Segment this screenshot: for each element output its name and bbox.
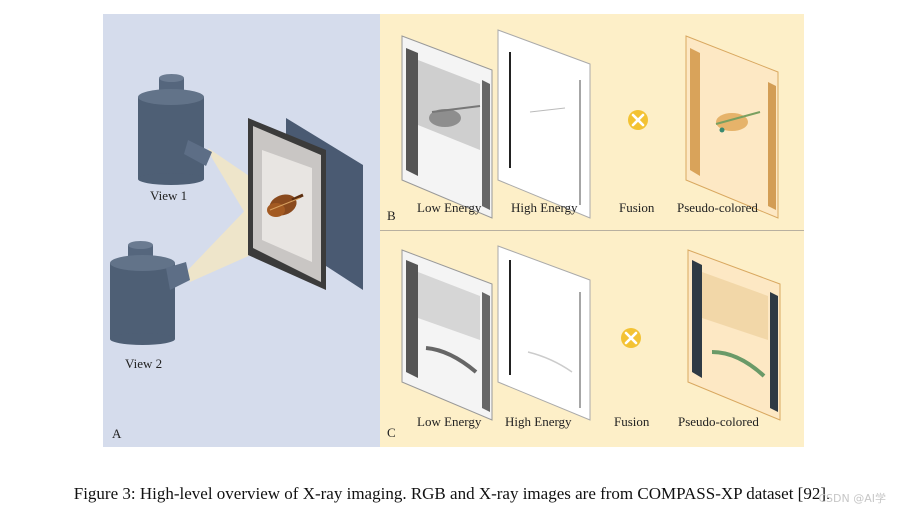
- view2-label: View 2: [125, 356, 163, 371]
- panel-divider: [380, 230, 804, 231]
- panel-a-letter: A: [112, 426, 122, 441]
- camera-icon: [110, 241, 190, 345]
- watermark: CSDN @AI学: [818, 492, 886, 505]
- fusion-icon: [621, 328, 641, 348]
- panel-b-label-high: High Energy: [511, 200, 578, 215]
- panel-b-label-pseudo: Pseudo-colored: [677, 200, 758, 215]
- view1-label: View 1: [150, 188, 188, 203]
- high-energy-image-c: [497, 245, 591, 421]
- violin-image: [267, 193, 304, 217]
- fusion-icon: [628, 110, 648, 130]
- figure-caption: Figure 3: High-level overview of X-ray i…: [73, 484, 831, 503]
- beam-view2: [186, 200, 262, 282]
- high-energy-image-b: [497, 29, 591, 219]
- panel-b-letter: B: [387, 208, 396, 223]
- panel-c-label-pseudo: Pseudo-colored: [678, 414, 759, 429]
- beam-view1: [208, 148, 258, 230]
- low-energy-image-b: [401, 35, 493, 219]
- panel-b-label-low: Low Energy: [417, 200, 482, 215]
- low-energy-image-c: [401, 249, 493, 421]
- panel-c-letter: C: [387, 425, 396, 440]
- panel-c-label-fusion: Fusion: [614, 414, 650, 429]
- panel-c-label-high: High Energy: [505, 414, 572, 429]
- panel-c-label-low: Low Energy: [417, 414, 482, 429]
- panel-b-label-fusion: Fusion: [619, 200, 655, 215]
- pseudo-colored-image-b: [685, 35, 779, 219]
- camera-icon: [138, 74, 212, 185]
- pseudo-colored-image-c: [687, 249, 781, 421]
